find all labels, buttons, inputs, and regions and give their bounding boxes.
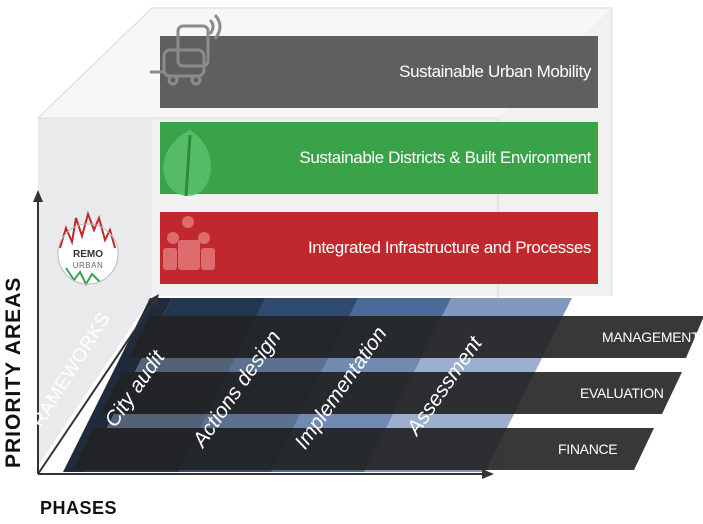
- framework-band-finance: [73, 428, 654, 470]
- horizontal-axis-arrow: [482, 469, 494, 479]
- grid-gap-upper: [135, 358, 560, 372]
- logo-title: REMO: [73, 249, 103, 260]
- phases-axis-label: PHASES: [40, 498, 118, 518]
- framework-label-management: MANAGEMENT: [602, 329, 700, 345]
- depth-axis: [37, 299, 156, 475]
- band-mobility: [160, 36, 598, 108]
- car-bus-icon: [150, 13, 222, 86]
- grid-gap-lower: [107, 414, 532, 428]
- cube-edges: [37, 7, 613, 296]
- band-label-districts: Sustainable Districts & Built Environmen…: [299, 148, 591, 167]
- band-label-infrastructure: Integrated Infrastructure and Processes: [307, 238, 591, 257]
- vertical-axis-arrow: [33, 190, 43, 202]
- people-network-icon: [163, 216, 215, 270]
- band-infrastructure: [160, 212, 598, 284]
- logo-subtitle: URBAN: [72, 261, 104, 270]
- band-districts: [160, 122, 598, 194]
- priority-areas-axis-label: PRIORITY AREAS: [2, 276, 25, 468]
- framework-label-finance: FINANCE: [558, 441, 618, 457]
- framework-band-evaluation: [101, 372, 682, 414]
- framework-label-evaluation: EVALUATION: [580, 385, 664, 401]
- depth-axis-arrow: [148, 294, 159, 306]
- band-label-mobility: Sustainable Urban Mobility: [399, 62, 591, 81]
- remourban-logo: [57, 210, 119, 287]
- leaf-icon: [163, 130, 211, 197]
- framework-band-management: [129, 316, 703, 358]
